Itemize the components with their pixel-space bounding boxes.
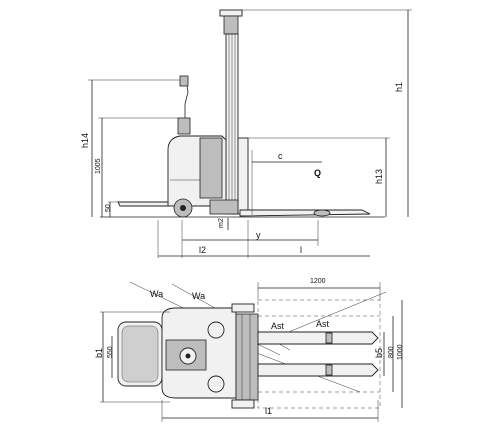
operator-platform	[117, 201, 169, 207]
chassis-base	[209, 199, 239, 215]
label-550: 550	[107, 346, 114, 358]
mast	[219, 9, 249, 215]
pallet-outline	[257, 299, 381, 409]
fork-roller-1	[325, 332, 333, 344]
tiller-base	[177, 117, 191, 135]
label-h13: h13	[374, 169, 384, 184]
label-y: y	[256, 230, 261, 240]
label-1200: 1200	[310, 278, 326, 285]
top-view: 1200 Wa Wa Ast Ast	[94, 278, 404, 422]
label-m2: m2	[218, 218, 225, 228]
steering-head	[165, 339, 207, 371]
label-h14: h14	[80, 133, 90, 148]
label-1000: 1000	[397, 344, 404, 360]
tiller	[177, 75, 191, 135]
fork-carriage	[237, 137, 249, 215]
wheel-cover-1	[207, 321, 225, 339]
label-50: 50	[105, 204, 112, 212]
wheel-cover-2	[207, 375, 225, 393]
load-wheel	[313, 209, 331, 217]
mast-bracket-top	[231, 303, 255, 313]
label-ast-2: Ast	[316, 319, 330, 329]
platform-mat	[121, 325, 159, 383]
label-800: 800	[388, 346, 395, 358]
forks-side	[239, 209, 371, 217]
mast-head	[223, 15, 239, 35]
mast-top	[219, 9, 243, 17]
label-l1: l1	[265, 406, 272, 416]
battery-cover	[199, 137, 223, 199]
label-wa-2: Wa	[192, 291, 205, 301]
fork-blade	[239, 209, 371, 217]
fork-lower	[257, 363, 379, 377]
side-view: h1 h13 h14 1005 50 c Q m2 y l2 l	[80, 9, 412, 258]
mast-top-view	[235, 313, 259, 401]
label-ast-1: Ast	[271, 321, 285, 331]
label-b5: b5	[374, 348, 384, 358]
label-b1: b1	[94, 348, 104, 358]
fork-roller-2	[325, 364, 333, 376]
label-wa-1: Wa	[150, 289, 163, 299]
fork-upper	[257, 331, 379, 345]
label-Q: Q	[314, 168, 321, 178]
label-h1: h1	[394, 82, 404, 92]
label-l: l	[300, 245, 302, 255]
label-l2: l2	[199, 245, 206, 255]
tiller-grip	[179, 75, 189, 87]
mast-bracket-bottom	[231, 399, 255, 409]
truck-body	[167, 135, 239, 218]
label-1005: 1005	[95, 158, 102, 174]
label-c: c	[278, 151, 283, 161]
